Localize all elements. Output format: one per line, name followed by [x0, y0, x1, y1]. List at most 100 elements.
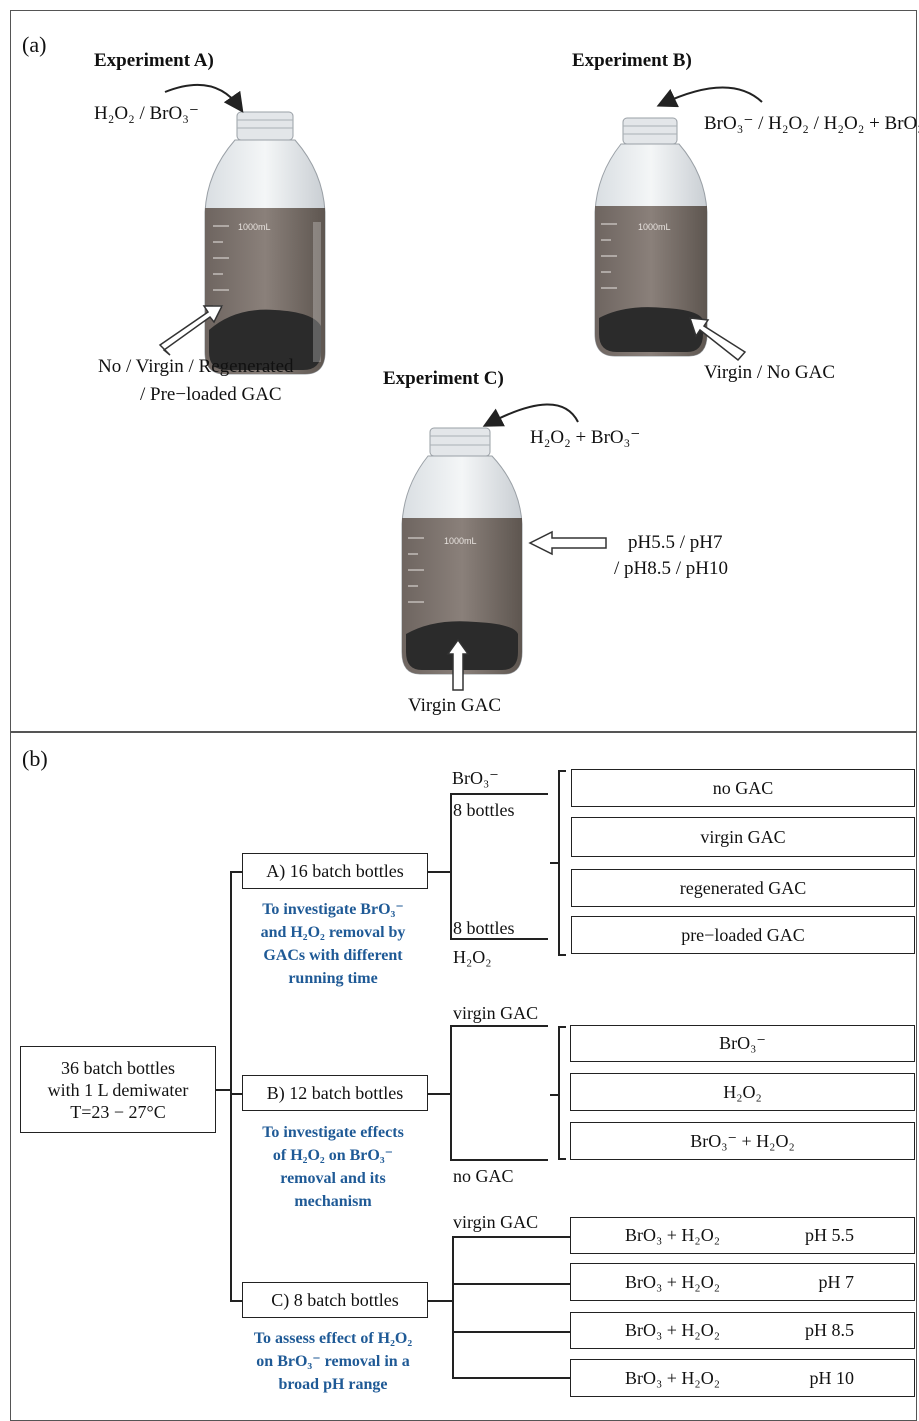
b-item-3: BrO₃⁻ + H₂O₂ [570, 1122, 915, 1160]
a-bracket-top [558, 770, 566, 772]
a-bracket-mid [550, 862, 558, 864]
c-item-2: BrO₃ + H₂O₂ pH 7 [570, 1263, 915, 1301]
bottle-a [204, 111, 326, 375]
bottle-c-volume: 1000mL [444, 536, 477, 546]
c-item-4: BrO₃ + H₂O₂ pH 10 [570, 1359, 915, 1397]
a-item-3: regenerated GAC [571, 869, 915, 907]
a-bottom-label: H₂O₂ [453, 947, 492, 967]
a-bottom [450, 938, 548, 940]
c-split [452, 1236, 454, 1378]
panel-b-label: (b) [22, 746, 48, 771]
a-bracket-bottom [558, 954, 566, 956]
b-bottom [450, 1159, 548, 1161]
c-top-label: virgin GAC [453, 1212, 539, 1232]
b-bracket-v [558, 1026, 560, 1159]
a-split [450, 793, 452, 939]
trunk-to-a [230, 871, 242, 873]
branch-b-desc-3: removal and its [280, 1170, 386, 1187]
exp-b-input: BrO₃⁻ / H₂O₂ / H₂O₂ + BrO₃ [704, 113, 919, 134]
a-bracket-v [558, 770, 560, 955]
b-split [450, 1025, 452, 1160]
branch-b-desc-2: of H₂O₂ on BrO₃⁻ [272, 1147, 394, 1164]
exp-a-gac-2: / Pre−loaded GAC [140, 384, 282, 405]
branch-b-desc-1: To investigate effects [262, 1124, 404, 1141]
branch-c-desc-2: on BrO₃⁻ removal in a [256, 1353, 410, 1370]
exp-b-title: Experiment B) [572, 50, 692, 71]
c-item-1-chem: BrO₃ + H₂O₂ [625, 1225, 720, 1245]
bottle-a-volume: 1000mL [238, 222, 271, 232]
exp-c-ph-1: pH5.5 / pH7 [628, 532, 723, 553]
arrow-b-gac [688, 317, 747, 362]
c-link [428, 1300, 452, 1302]
b-bracket-bottom [558, 1158, 566, 1160]
b-bracket-mid [550, 1094, 558, 1096]
b-top [450, 1025, 548, 1027]
branch-c-box: C) 8 batch bottles [242, 1282, 428, 1318]
arrow-c-gac [446, 638, 470, 691]
c-item-2-chem: BrO₃ + H₂O₂ [625, 1271, 720, 1292]
exp-c-input: H₂O₂ + BrO₃⁻ [530, 427, 641, 448]
branch-a-desc-1: To investigate BrO₃⁻ [262, 901, 404, 918]
c-item-4-ph: pH 10 [809, 1367, 855, 1388]
a-item-2: virgin GAC [571, 817, 915, 857]
a-top [450, 793, 548, 795]
bottle-b-volume: 1000mL [638, 222, 671, 232]
arrow-a-gac [158, 305, 224, 356]
exp-a-input: H₂O₂ / BrO₃⁻ [94, 103, 199, 124]
bottle-c [401, 427, 523, 675]
c-to-1 [452, 1236, 570, 1238]
root-line-2: with 1 L demiwater [47, 1079, 189, 1100]
exp-c-ph-2: / pH8.5 / pH10 [614, 558, 728, 579]
exp-a-title: Experiment A) [94, 50, 214, 71]
root-box: 36 batch bottles with 1 L demiwater T=23… [20, 1046, 216, 1133]
exp-c-title: Experiment C) [383, 368, 504, 389]
arrow-c-ph [528, 530, 607, 556]
a-link [428, 871, 450, 873]
branch-a-desc-4: running time [288, 970, 378, 987]
panel-a-graphics [158, 83, 763, 691]
panel-a [10, 10, 917, 732]
trunk-to-b [230, 1093, 242, 1095]
c-item-3: BrO₃ + H₂O₂ pH 8.5 [570, 1312, 915, 1349]
b-top-label: virgin GAC [453, 1003, 539, 1023]
b-bracket-top [558, 1026, 566, 1028]
root-line-3: T=23 − 27°C [70, 1101, 166, 1122]
arrow-c-input [482, 403, 579, 427]
trunk-v [230, 871, 232, 1301]
b-item-2: H₂O₂ [570, 1073, 915, 1111]
trunk-h [216, 1089, 230, 1091]
c-item-1-ph: pH 5.5 [805, 1225, 854, 1245]
branch-a-desc-3: GACs with different [263, 947, 403, 964]
c-item-4-chem: BrO₃ + H₂O₂ [625, 1367, 720, 1388]
branch-a-desc: To investigate BrO₃⁻ and H₂O₂ removal by… [240, 898, 426, 990]
b-bottom-label: no GAC [453, 1166, 514, 1186]
branch-a-desc-2: and H₂O₂ removal by [260, 924, 406, 941]
bottle-b [594, 117, 708, 357]
arrow-b-input [656, 86, 763, 108]
b-link [428, 1093, 450, 1095]
c-to-2 [452, 1283, 570, 1285]
c-item-2-ph: pH 7 [818, 1271, 855, 1292]
c-item-1: BrO₃ + H₂O₂ pH 5.5 [570, 1217, 915, 1254]
panel-a-label: (a) [22, 32, 47, 57]
branch-a-box: A) 16 batch bottles [242, 853, 428, 889]
c-to-3 [452, 1331, 570, 1333]
c-item-3-ph: pH 8.5 [805, 1320, 854, 1340]
b-item-1: BrO₃⁻ [570, 1025, 915, 1062]
arrow-a-input [164, 83, 244, 113]
branch-b-desc-4: mechanism [294, 1193, 372, 1210]
exp-c-gac: Virgin GAC [408, 695, 501, 716]
a-item-4: pre−loaded GAC [571, 916, 915, 954]
branch-b-box: B) 12 batch bottles [242, 1075, 428, 1111]
c-item-3-chem: BrO₃ + H₂O₂ [625, 1320, 720, 1340]
a-top-count: 8 bottles [453, 800, 515, 820]
branch-c-desc: To assess effect of H₂O₂ on BrO₃⁻ remova… [232, 1327, 434, 1396]
exp-a-gac-1: No / Virgin / Regenerated [98, 356, 294, 377]
exp-b-gac: Virgin / No GAC [704, 362, 835, 383]
branch-c-desc-3: broad pH range [278, 1376, 388, 1393]
trunk-to-c [230, 1300, 242, 1302]
c-to-4 [452, 1377, 570, 1379]
a-bottom-count: 8 bottles [453, 918, 515, 938]
a-item-1: no GAC [571, 769, 915, 807]
branch-b-desc: To investigate effects of H₂O₂ on BrO₃⁻ … [240, 1121, 426, 1213]
